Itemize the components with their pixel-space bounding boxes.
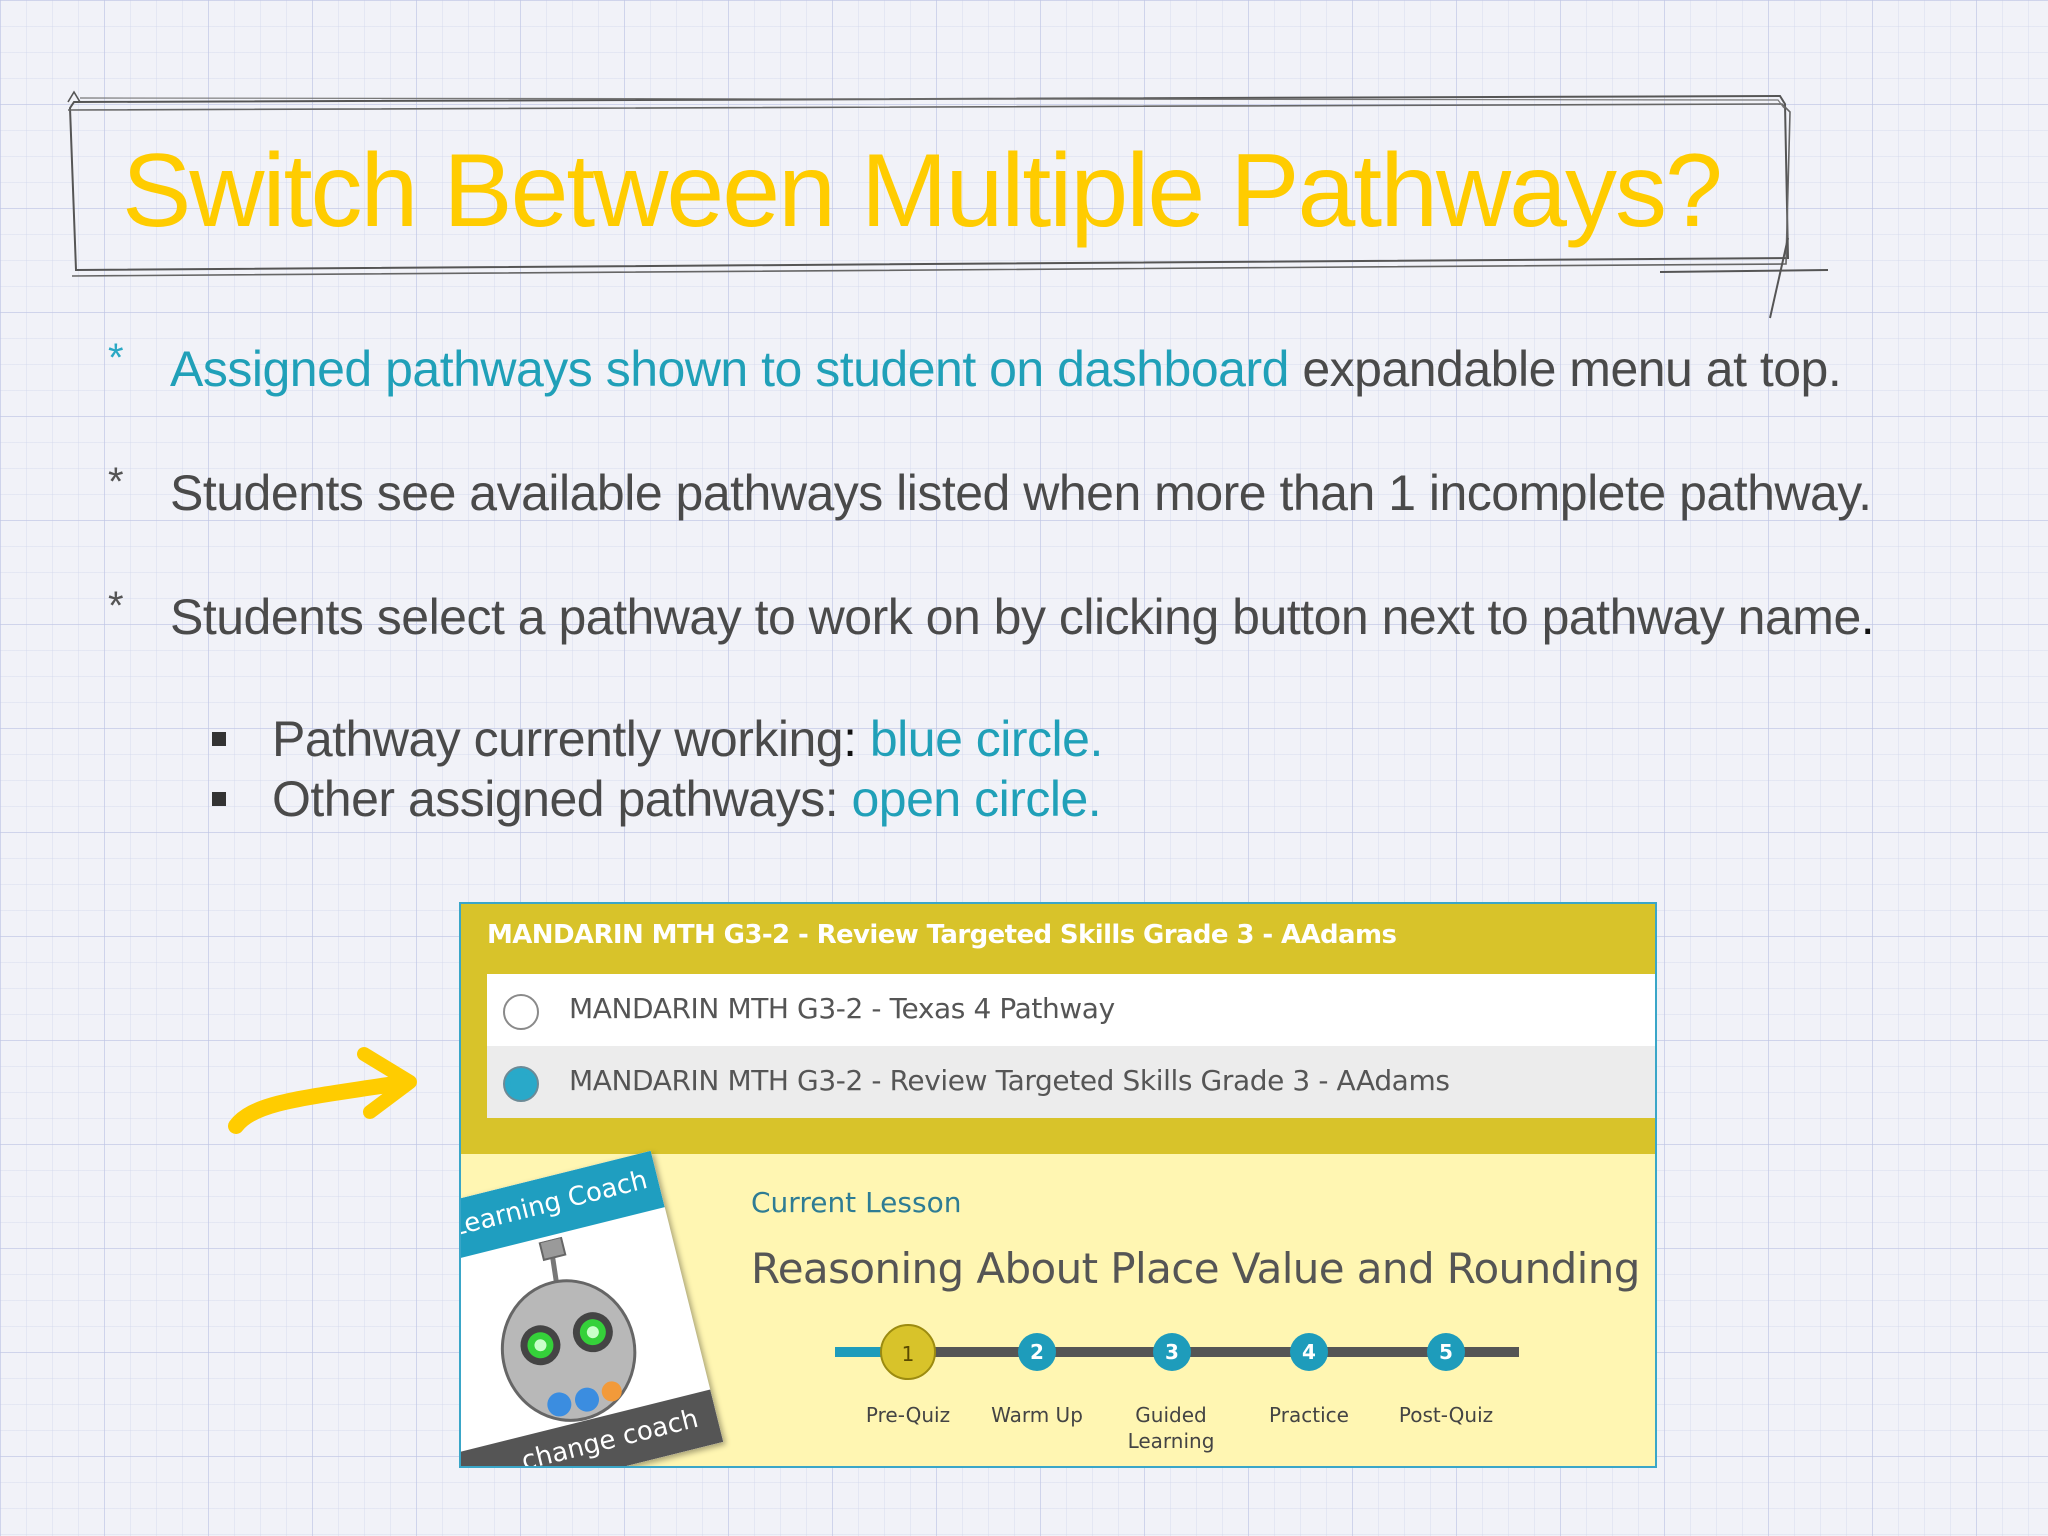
robot-icon xyxy=(500,1235,637,1422)
bullet-marker: * xyxy=(108,584,124,628)
square-bullet-icon xyxy=(212,792,226,806)
step-2-node[interactable]: 2 xyxy=(1018,1333,1056,1371)
learning-coach-card[interactable]: our Learning Coach change coach xyxy=(461,1150,724,1466)
radio-button-empty[interactable] xyxy=(503,994,539,1030)
arrow-icon xyxy=(228,1047,417,1134)
dashboard-screenshot: MANDARIN MTH G3-2 - Review Targeted Skil… xyxy=(459,902,1657,1468)
bullet-3-end: . xyxy=(1860,589,1875,645)
bullet-2-text: Students see available pathways listed w… xyxy=(170,465,1872,521)
step-4-label: Practice xyxy=(1269,1403,1349,1427)
current-lesson-label: Current Lesson xyxy=(751,1186,962,1219)
bullet-1-text: expandable menu at top. xyxy=(1288,341,1842,397)
sub-bullet-2-label: Other assigned pathways: xyxy=(272,771,852,827)
step-5-node[interactable]: 5 xyxy=(1427,1333,1465,1371)
sub-bullet-1-label: Pathway currently working xyxy=(272,711,844,767)
bullet-3-text: Students select a pathway to work on by … xyxy=(170,589,1861,645)
pathway-menu-header[interactable]: MANDARIN MTH G3-2 - Review Targeted Skil… xyxy=(461,904,1655,974)
square-bullet-icon xyxy=(212,732,226,746)
progress-track xyxy=(835,1347,1519,1357)
title-sketch-frame xyxy=(67,90,1829,319)
step-3-node[interactable]: 3 xyxy=(1153,1333,1191,1371)
radio-button-selected[interactable] xyxy=(503,1066,539,1102)
sub-bullet-2-value: open circle. xyxy=(851,771,1102,827)
step-1-label: Pre-Quiz xyxy=(865,1403,951,1427)
pathway-option-label: MANDARIN MTH G3-2 - Texas 4 Pathway xyxy=(569,992,1115,1025)
sub-bullet-1-value: blue circle. xyxy=(869,711,1104,767)
step-1-node[interactable]: 1 xyxy=(880,1324,936,1380)
lesson-progress: 1 2 3 4 5 Pre-Quiz Warm Up Guided Learni… xyxy=(461,904,1655,1466)
pathway-option[interactable]: MANDARIN MTH G3-2 - Texas 4 Pathway xyxy=(487,974,1655,1046)
pathway-option-label: MANDARIN MTH G3-2 - Review Targeted Skil… xyxy=(569,1064,1450,1097)
sub-bullet-1-sep: : xyxy=(843,711,870,767)
step-2-label: Warm Up xyxy=(991,1403,1083,1427)
bullet-marker: * xyxy=(108,336,124,380)
slide-title: Switch Between Multiple Pathways? xyxy=(122,133,1723,249)
bullet-marker: * xyxy=(108,460,124,504)
bullet-1-highlight: Assigned pathways shown to student on da… xyxy=(170,341,1289,397)
pathway-menu-title: MANDARIN MTH G3-2 - Review Targeted Skil… xyxy=(487,920,1397,950)
step-4-node[interactable]: 4 xyxy=(1290,1333,1328,1371)
step-3-label: Guided Learning xyxy=(1127,1403,1215,1453)
step-5-label: Post-Quiz xyxy=(1398,1403,1494,1427)
pathway-option-selected[interactable]: MANDARIN MTH G3-2 - Review Targeted Skil… xyxy=(487,1046,1655,1118)
lesson-title: Reasoning About Place Value and Rounding xyxy=(751,1244,1640,1293)
